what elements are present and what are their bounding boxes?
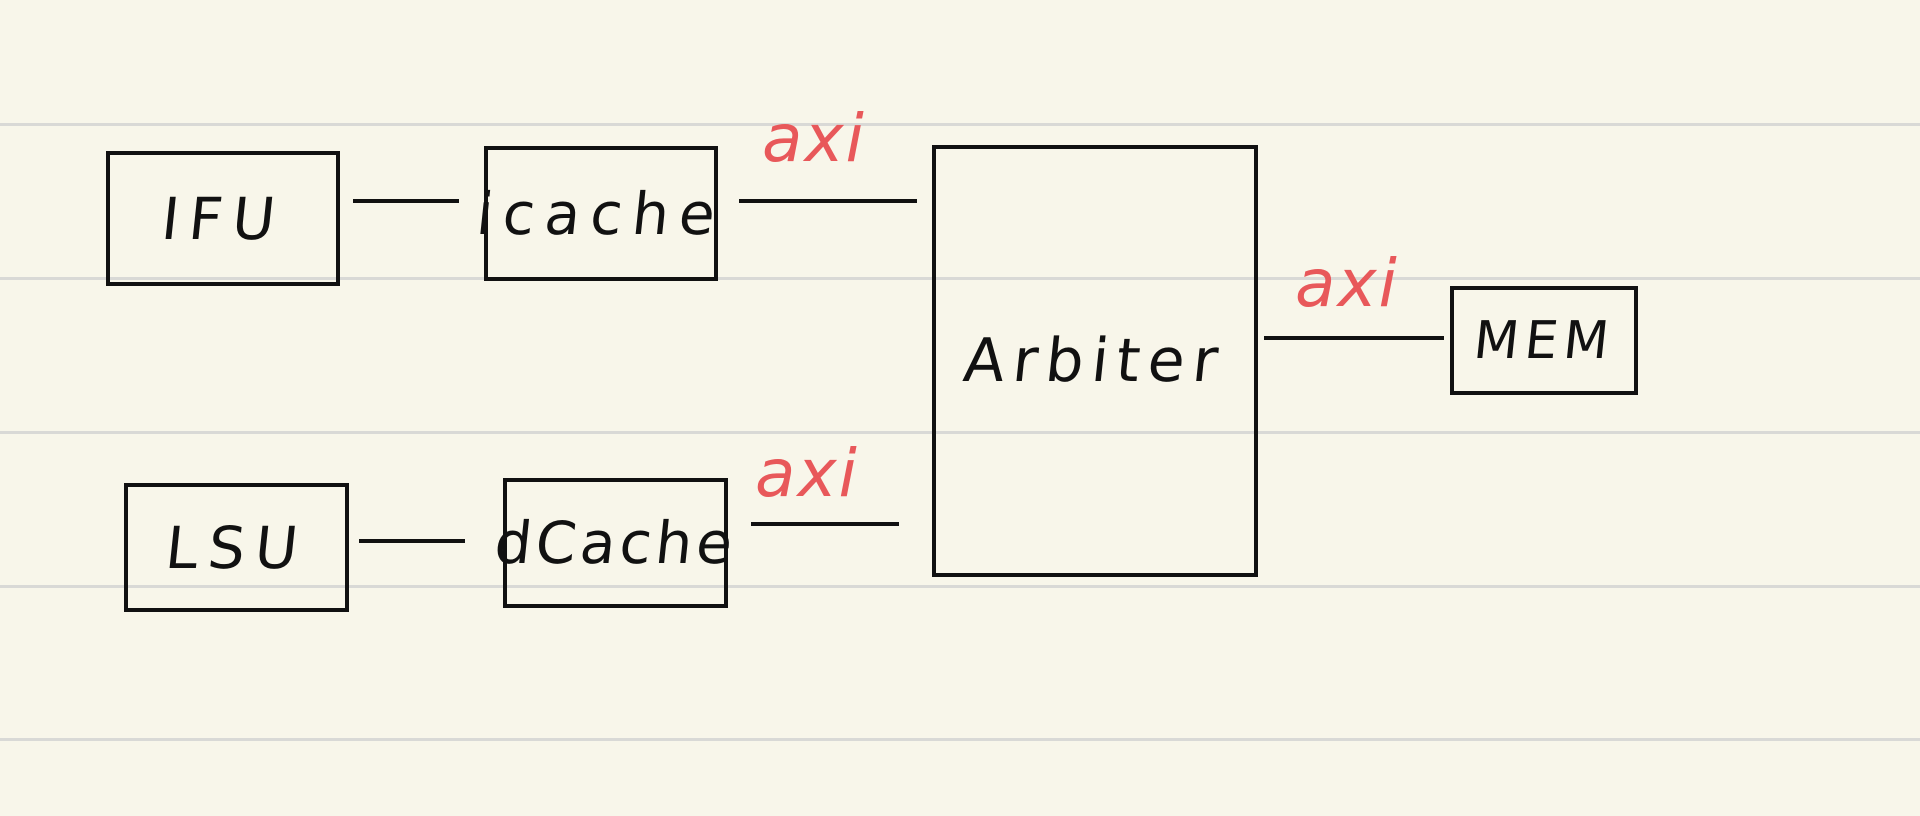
- lsu-block: LSU: [124, 483, 349, 612]
- dcache-axi-label: axi: [755, 435, 859, 512]
- ifu-icache-wire: [353, 199, 459, 203]
- icache-block: icache: [473, 146, 729, 281]
- dcache-label: dCache: [491, 509, 740, 577]
- arbiter-block: Arbiter: [932, 145, 1258, 577]
- dcache-arbiter-wire: [751, 522, 899, 526]
- lsu-label: LSU: [162, 513, 311, 582]
- icache-label: icache: [473, 179, 729, 248]
- arbiter-label: Arbiter: [960, 326, 1230, 396]
- icache-axi-label: axi: [762, 100, 866, 177]
- mem-label: MEM: [1470, 310, 1618, 371]
- ruled-line: [0, 585, 1920, 588]
- ruled-line: [0, 123, 1920, 126]
- arbiter-mem-wire: [1264, 336, 1444, 340]
- mem-block: MEM: [1450, 286, 1638, 395]
- icache-arbiter-wire: [739, 199, 917, 203]
- ruled-line: [0, 738, 1920, 741]
- ifu-block: IFU: [106, 151, 340, 286]
- ruled-line: [0, 431, 1920, 434]
- lsu-dcache-wire: [359, 539, 465, 543]
- ifu-label: IFU: [157, 184, 289, 253]
- dcache-block: dCache: [491, 478, 740, 608]
- ruled-line: [0, 277, 1920, 280]
- mem-axi-label: axi: [1295, 245, 1399, 322]
